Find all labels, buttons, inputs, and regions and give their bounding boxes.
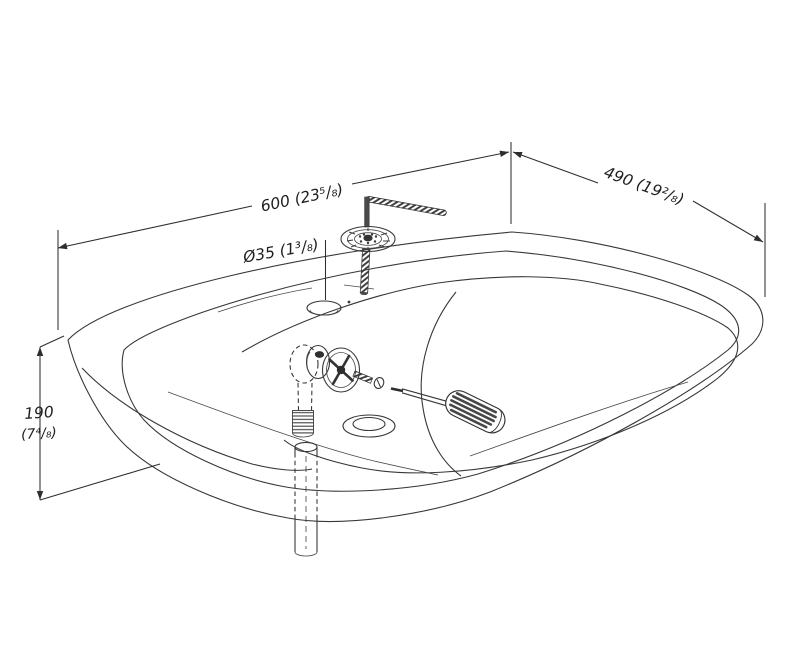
valve-body <box>305 344 331 380</box>
dim-width-line-a <box>57 205 253 250</box>
valve-handwheel-icon <box>321 347 361 393</box>
drain-hole-outer <box>342 414 396 438</box>
dim-width-label: 600 (23⁵/₈) <box>259 180 345 215</box>
hidden-fitting-outline <box>289 344 319 384</box>
drain-pipe <box>292 382 318 557</box>
threaded-nipple <box>292 410 314 438</box>
bowl-left-contour <box>81 367 313 471</box>
deck-surface-marks <box>343 284 375 304</box>
dim-depth-line-b <box>692 200 764 243</box>
dim-height-ext-top <box>39 335 65 348</box>
dim-depth-label: 490 (19²/₈) <box>601 163 686 209</box>
valve-assembly <box>289 344 506 434</box>
sink-inner-rim-edge <box>121 250 740 492</box>
fixing-screw <box>352 370 385 390</box>
sink-body <box>67 231 764 522</box>
bowl-depression-arc <box>420 291 462 477</box>
faucet-hole-diameter-label: Ø35 (1³/₈) <box>241 235 320 266</box>
dim-width-line-b <box>351 150 510 185</box>
dim-faucet-hole: Ø35 (1³/₈) <box>241 235 327 300</box>
drain-strainer-icon <box>340 225 396 296</box>
dim-depth-line-a <box>512 151 599 184</box>
deck-accent-line <box>217 287 313 313</box>
screwdriver-icon <box>390 387 506 434</box>
sink-outer-silhouette <box>67 231 764 522</box>
basin-outline <box>241 276 739 474</box>
front-band-accent-line <box>469 381 689 457</box>
bowl-front-contour <box>167 391 439 476</box>
faucet-hole-inner-arc <box>309 309 339 316</box>
hex-key-icon <box>364 196 447 228</box>
dim-depth: 490 (19²/₈) <box>512 151 766 297</box>
drain-strainer-assembly <box>340 196 447 296</box>
drain-hole-inner <box>352 416 386 432</box>
dim-height-fraction-label: (7⁴/₈) <box>21 425 58 443</box>
tailpipe <box>294 441 318 557</box>
dim-height: 190 (7⁴/₈) <box>21 335 161 501</box>
dim-height-label: 190 <box>24 403 55 423</box>
dim-height-ext-bottom <box>39 463 161 501</box>
